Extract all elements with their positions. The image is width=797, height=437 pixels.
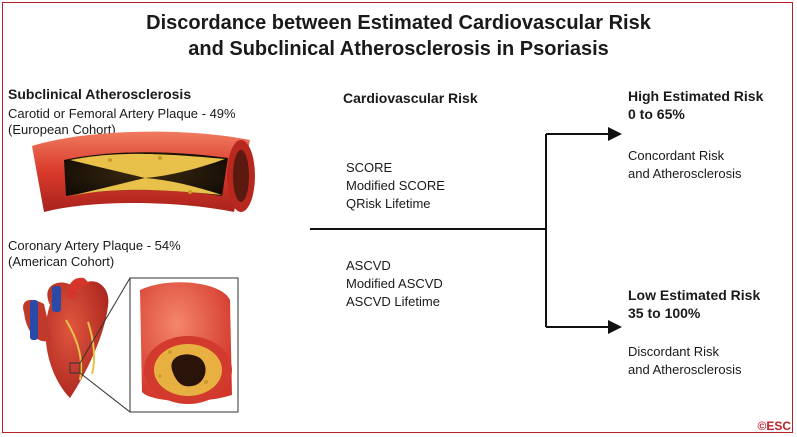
high-risk-label: High Estimated Risk [628, 88, 764, 104]
carotid-label: Carotid or Femoral Artery Plaque - 49% [8, 106, 236, 121]
coronary-vessel-illustration [140, 282, 232, 404]
coronary-cohort: (American Cohort) [8, 254, 115, 269]
high-risk-desc-1: Concordant Risk [628, 148, 725, 163]
low-risk-desc-2: and Atherosclerosis [628, 362, 742, 377]
low-risk-range: 35 to 100% [628, 305, 701, 321]
diagram-title: Discordance between Estimated Cardiovasc… [0, 10, 797, 62]
score-us-3: ASCVD Lifetime [346, 294, 440, 309]
high-risk-range: 0 to 65% [628, 106, 685, 122]
title-line-1: Discordance between Estimated Cardiovasc… [146, 12, 651, 34]
subclinical-heading: Subclinical Atherosclerosis [8, 86, 192, 102]
carotid-cohort: (European Cohort) [8, 122, 116, 137]
high-risk-desc-2: and Atherosclerosis [628, 166, 742, 181]
low-risk-desc-1: Discordant Risk [628, 344, 720, 359]
frame-border [2, 2, 793, 433]
cardiovascular-risk-heading: Cardiovascular Risk [343, 90, 478, 106]
score-eu-3: QRisk Lifetime [346, 196, 431, 211]
heart-illustration [23, 277, 109, 398]
score-eu-2: Modified SCORE [346, 178, 445, 193]
coronary-label: Coronary Artery Plaque - 54% [8, 238, 181, 253]
arrow-head-low [608, 320, 622, 334]
title-line-2: and Subclinical Atherosclerosis in Psori… [188, 38, 609, 60]
arrow-head-high [608, 127, 622, 141]
low-risk-label: Low Estimated Risk [628, 287, 761, 303]
score-us-2: Modified ASCVD [346, 276, 443, 291]
score-eu-1: SCORE [346, 160, 393, 175]
flow-arrows [310, 133, 612, 328]
artery-plaque-illustration [32, 131, 255, 212]
score-us-1: ASCVD [346, 258, 391, 273]
esc-copyright: ©ESC [757, 419, 791, 433]
